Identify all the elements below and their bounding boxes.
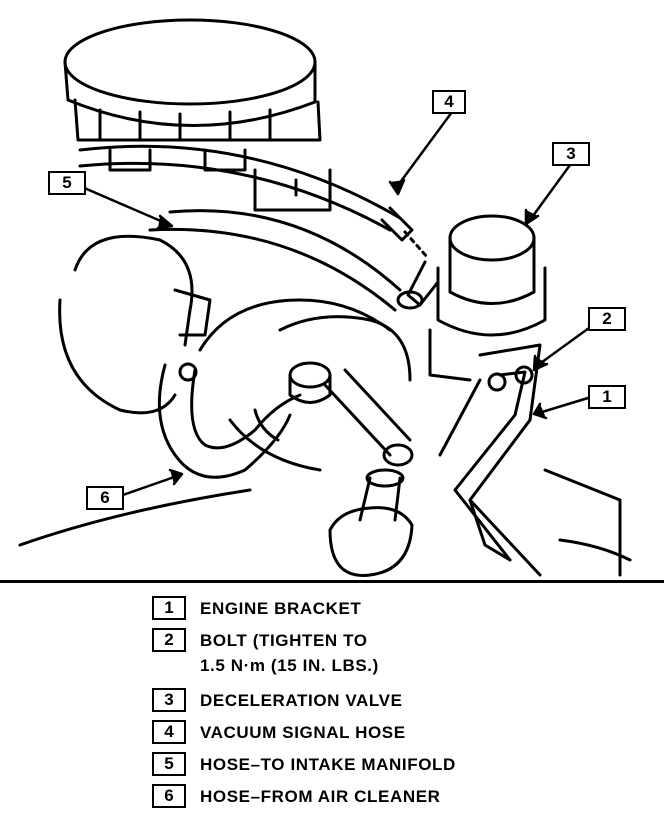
callout-6: 6 [86, 486, 124, 510]
hose-from-air-cleaner [157, 362, 302, 479]
legend-number: 1 [152, 596, 186, 620]
parts-legend: 1 ENGINE BRACKET 2 BOLT (TIGHTEN TO 1.5 … [152, 596, 592, 816]
legend-number: 5 [152, 752, 186, 776]
divider-line [0, 580, 664, 583]
callout-5: 5 [48, 171, 86, 195]
callout-3: 3 [552, 142, 590, 166]
legend-item-2: 2 BOLT (TIGHTEN TO 1.5 N·m (15 IN. LBS.) [152, 628, 592, 680]
legend-item-4: 4 VACUUM SIGNAL HOSE [152, 720, 592, 744]
engine-block-lines [18, 468, 632, 577]
legend-label: VACUUM SIGNAL HOSE [200, 723, 406, 742]
throttle-body [198, 298, 414, 472]
legend-number: 4 [152, 720, 186, 744]
lower-fitting [328, 468, 414, 577]
manifold-housing [58, 234, 212, 415]
legend-label: HOSE–FROM AIR CLEANER [200, 787, 441, 806]
hose-to-intake-manifold [148, 209, 402, 312]
legend-label: ENGINE BRACKET [200, 599, 362, 618]
legend-number: 6 [152, 784, 186, 808]
legend-item-1: 1 ENGINE BRACKET [152, 596, 592, 620]
callout-4: 4 [432, 90, 466, 114]
vacuum-signal-hose [78, 144, 430, 260]
legend-item-3: 3 DECELERATION VALVE [152, 688, 592, 712]
legend-number: 2 [152, 628, 186, 652]
legend-item-6: 6 HOSE–FROM AIR CLEANER [152, 784, 592, 808]
legend-label: HOSE–TO INTAKE MANIFOLD [200, 755, 456, 774]
callout-2: 2 [588, 307, 626, 331]
callout-1: 1 [588, 385, 626, 409]
legend-label: BOLT (TIGHTEN TO 1.5 N·m (15 IN. LBS.) [200, 631, 379, 675]
legend-number: 3 [152, 688, 186, 712]
engine-illustration [18, 18, 632, 577]
bracket-bolts [487, 365, 534, 392]
deceleration-valve [396, 214, 547, 382]
legend-item-5: 5 HOSE–TO INTAKE MANIFOLD [152, 752, 592, 776]
legend-label: DECELERATION VALVE [200, 691, 403, 710]
air-cleaner-cover [63, 18, 332, 212]
